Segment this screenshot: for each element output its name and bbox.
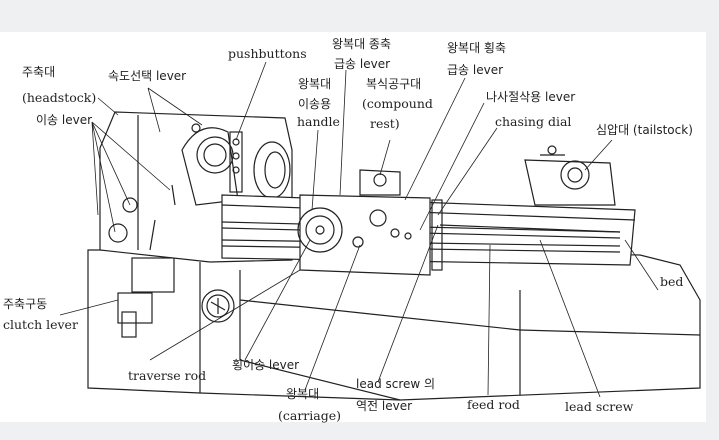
label-pushbuttons: pushbuttons: [228, 46, 307, 61]
label-speed-lever: 속도선택 lever: [108, 69, 187, 83]
label-long-rapid-2: 급송 lever: [334, 57, 391, 71]
label-cross-rapid-2: 급송 lever: [447, 63, 504, 77]
label-reverse-1: lead screw 의: [356, 377, 436, 391]
label-carriage-ko: 왕복대: [286, 387, 320, 401]
label-clutch-2: clutch lever: [3, 317, 78, 332]
label-traverse-rod: traverse rod: [128, 368, 207, 383]
label-clutch-1: 주축구동: [3, 297, 48, 311]
label-compound-en-1: (compound: [362, 96, 433, 111]
tailstock: [524, 145, 616, 206]
label-lead-screw: lead screw: [565, 399, 634, 414]
label-tailstock: 심압대 (tailstock): [596, 123, 693, 137]
label-feed-rod: feed rod: [467, 397, 520, 412]
label-cross-rapid-1: 왕복대 횡축: [447, 41, 507, 55]
label-thread-lever: 나사절삭용 lever: [486, 90, 576, 104]
label-chasing-dial: chasing dial: [495, 114, 572, 129]
leader-lines: [59, 61, 659, 398]
label-headstock-ko: 주축대: [22, 65, 56, 79]
label-cross-feed-lever: 횡이송 lever: [232, 358, 300, 372]
label-carriage-en: (carriage): [278, 408, 342, 423]
label-handle-1: 왕복대: [298, 77, 332, 91]
label-handle-2: 이송용: [298, 97, 332, 111]
label-reverse-2: 역전 lever: [356, 399, 413, 413]
label-long-rapid-1: 왕복대 종축: [332, 37, 392, 51]
label-handle-3: handle: [297, 114, 340, 129]
label-bed: bed: [660, 274, 684, 289]
carriage: [297, 169, 443, 276]
label-feed-lever: 이송 lever: [36, 113, 93, 127]
label-compound-ko: 복식공구대: [366, 77, 422, 91]
label-compound-en-2: rest): [370, 116, 400, 131]
label-headstock-en: (headstock): [22, 90, 97, 105]
